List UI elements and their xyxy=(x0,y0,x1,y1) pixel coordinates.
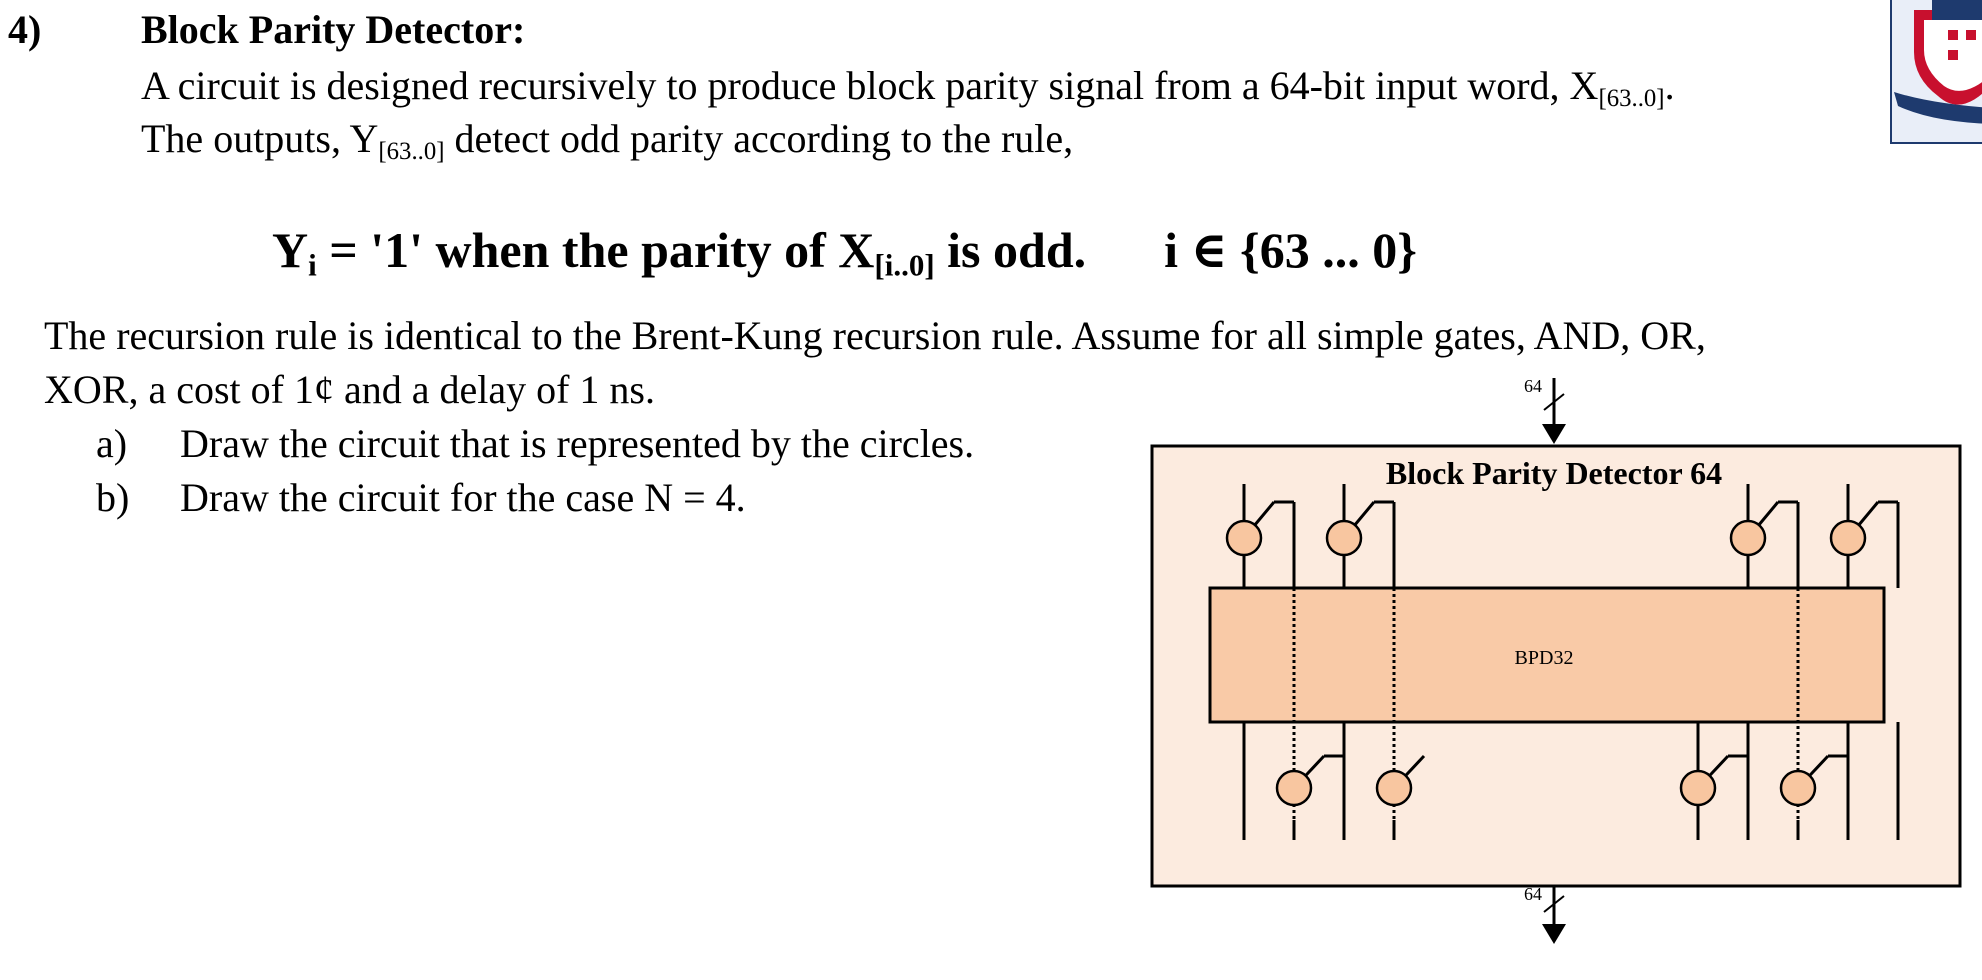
input-bus: 64 xyxy=(1524,376,1566,444)
crest-shield-icon xyxy=(1892,0,1982,142)
prefix-node-circle xyxy=(1225,519,1263,557)
prefix-node-circle xyxy=(1375,769,1413,807)
output-bus: 64 xyxy=(1524,884,1566,944)
input-arrow-icon xyxy=(1542,424,1566,444)
inner-block-bpd32 xyxy=(1208,586,1886,724)
task-item-b: b) Draw the circuit for the case N = 4. xyxy=(96,474,746,521)
rule-middle: = '1' when the parity of X xyxy=(316,222,875,278)
task-item-a: a) Draw the circuit that is represented b… xyxy=(96,420,974,467)
intro-line-1: A circuit is designed recursively to pro… xyxy=(141,62,1675,112)
block-parity-detector-diagram: 64 Block Parity Detector 64 BPD32 xyxy=(1150,376,1962,944)
output-bus-slash xyxy=(1543,895,1565,913)
rule-y-subscript: i xyxy=(308,247,317,283)
question-number: 4) xyxy=(8,7,42,52)
intro-line-1-after: . xyxy=(1664,63,1675,108)
prefix-node-circle xyxy=(1829,519,1867,557)
recursion-line-2: XOR, a cost of 1¢ and a delay of 1 ns. xyxy=(44,367,655,412)
inner-block-label: BPD32 xyxy=(1515,647,1574,669)
recursion-line-1: The recursion rule is identical to the B… xyxy=(44,313,1706,358)
task-item-a-label: a) xyxy=(96,421,128,466)
prefix-node-circle xyxy=(1679,769,1717,807)
intro-line-2-after: detect odd parity according to the rule, xyxy=(444,116,1074,161)
output-arrow-icon xyxy=(1542,924,1566,944)
prefix-node-circle xyxy=(1325,519,1363,557)
rule-x-subscript: [i..0] xyxy=(874,247,935,283)
task-item-a-text: Draw the circuit that is represented by … xyxy=(180,421,975,466)
rule-end: is odd. xyxy=(934,222,1087,278)
intro-line-1-text: A circuit is designed recursively to pro… xyxy=(141,63,1599,108)
output-bus-width-label: 64 xyxy=(1524,884,1542,904)
input-bus-slash xyxy=(1543,393,1565,411)
bottom-prefix-nodes xyxy=(1242,722,1900,840)
top-prefix-nodes xyxy=(1225,484,1900,588)
question-title: Block Parity Detector: xyxy=(141,7,526,52)
intro-line-1-subscript: [63..0] xyxy=(1598,84,1665,112)
input-bus-width-label: 64 xyxy=(1524,376,1542,396)
rule-y: Y xyxy=(272,222,309,278)
prefix-node-circle xyxy=(1275,769,1313,807)
intro-line-2-before: The outputs, Y xyxy=(141,116,379,161)
outer-block-title: Block Parity Detector 64 xyxy=(1386,455,1722,491)
prefix-node-circle xyxy=(1729,519,1767,557)
prefix-node-circle xyxy=(1779,769,1817,807)
intro-line-2-subscript: [63..0] xyxy=(378,137,445,165)
intro-line-2: The outputs, Y[63..0] detect odd parity … xyxy=(141,115,1074,165)
task-item-b-text: Draw the circuit for the case N = 4. xyxy=(180,475,746,520)
university-crest-logo xyxy=(1890,0,1982,144)
parity-rule-equation: Yi = '1' when the parity of X[i..0] is o… xyxy=(272,220,1417,281)
rule-index-range: i ∈ {63 ... 0} xyxy=(1164,222,1417,278)
task-item-b-label: b) xyxy=(96,475,130,520)
